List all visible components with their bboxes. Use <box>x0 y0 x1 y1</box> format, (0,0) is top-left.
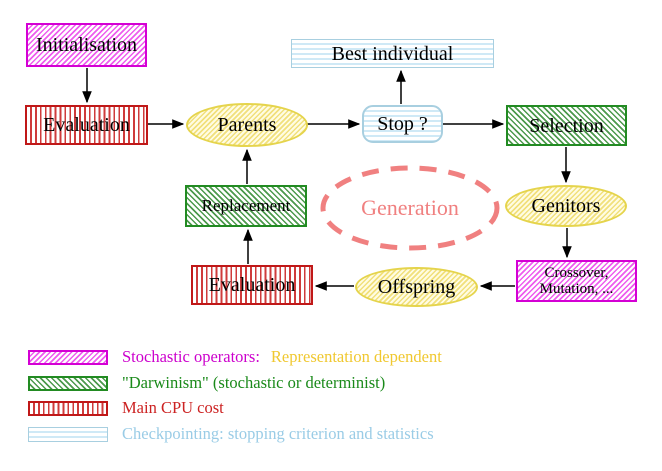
legend-text-stochastic: Stochastic operators: Representation depe… <box>122 347 442 367</box>
node-crossover-line1: Crossover, <box>544 264 609 281</box>
legend-text-cpu-cost: Main CPU cost <box>122 398 224 418</box>
node-selection: Selection <box>506 105 627 146</box>
node-offspring-label: Offspring <box>377 276 456 298</box>
legend-label-checkpointing: Checkpointing: stopping criterion and st… <box>122 424 434 443</box>
node-crossover-line2: Mutation, ... <box>539 281 614 297</box>
node-initialisation: Initialisation <box>26 23 147 67</box>
legend-label-representation-dependent: Representation dependent <box>270 347 442 366</box>
legend-swatch-green-hatch <box>28 375 108 391</box>
legend-text-darwinism: "Darwinism" (stochastic or determinist) <box>122 373 385 393</box>
node-genitors: Genitors <box>505 185 627 227</box>
legend-row-darwinism: "Darwinism" (stochastic or determinist) <box>28 373 385 393</box>
legend-label-main-cpu-cost: Main CPU cost <box>122 398 224 417</box>
node-evaluation-top-label: Evaluation <box>43 114 130 136</box>
legend-swatch-cyan-stripes <box>28 426 108 442</box>
legend-label-stochastic-operators: Stochastic operators: <box>122 347 260 366</box>
node-best-individual: Best individual <box>291 39 494 68</box>
node-initialisation-label: Initialisation <box>35 34 138 56</box>
node-stop-label: Stop ? <box>377 113 428 135</box>
legend-row-stochastic: Stochastic operators: Representation depe… <box>28 347 442 367</box>
generation-dashed-ellipse <box>320 165 500 251</box>
node-offspring: Offspring <box>355 267 478 307</box>
legend-label-darwinism: "Darwinism" (stochastic or determinist) <box>122 373 386 392</box>
node-evaluation-bottom: Evaluation <box>191 265 313 305</box>
node-stop: Stop ? <box>362 105 443 143</box>
node-evaluation-bottom-label: Evaluation <box>208 274 296 296</box>
generation-text: Generation <box>361 195 459 220</box>
node-best-individual-label: Best individual <box>331 42 454 65</box>
legend-row-cpu-cost: Main CPU cost <box>28 398 224 418</box>
legend-row-checkpointing: Checkpointing: stopping criterion and st… <box>28 424 434 444</box>
node-parents: Parents <box>186 103 308 147</box>
node-replacement: Replacement <box>185 185 307 227</box>
node-crossover-mutation: Crossover, Mutation, ... <box>516 260 637 302</box>
legend-text-checkpointing: Checkpointing: stopping criterion and st… <box>122 424 434 444</box>
legend-swatch-magenta-hatch <box>28 349 108 365</box>
node-evaluation-top: Evaluation <box>25 105 148 145</box>
generation-label: Generation <box>323 168 497 248</box>
node-genitors-label: Genitors <box>531 195 601 217</box>
node-selection-label: Selection <box>529 114 604 137</box>
node-parents-label: Parents <box>217 114 277 136</box>
legend-swatch-red-stripes <box>28 400 108 416</box>
node-replacement-label: Replacement <box>201 195 291 215</box>
